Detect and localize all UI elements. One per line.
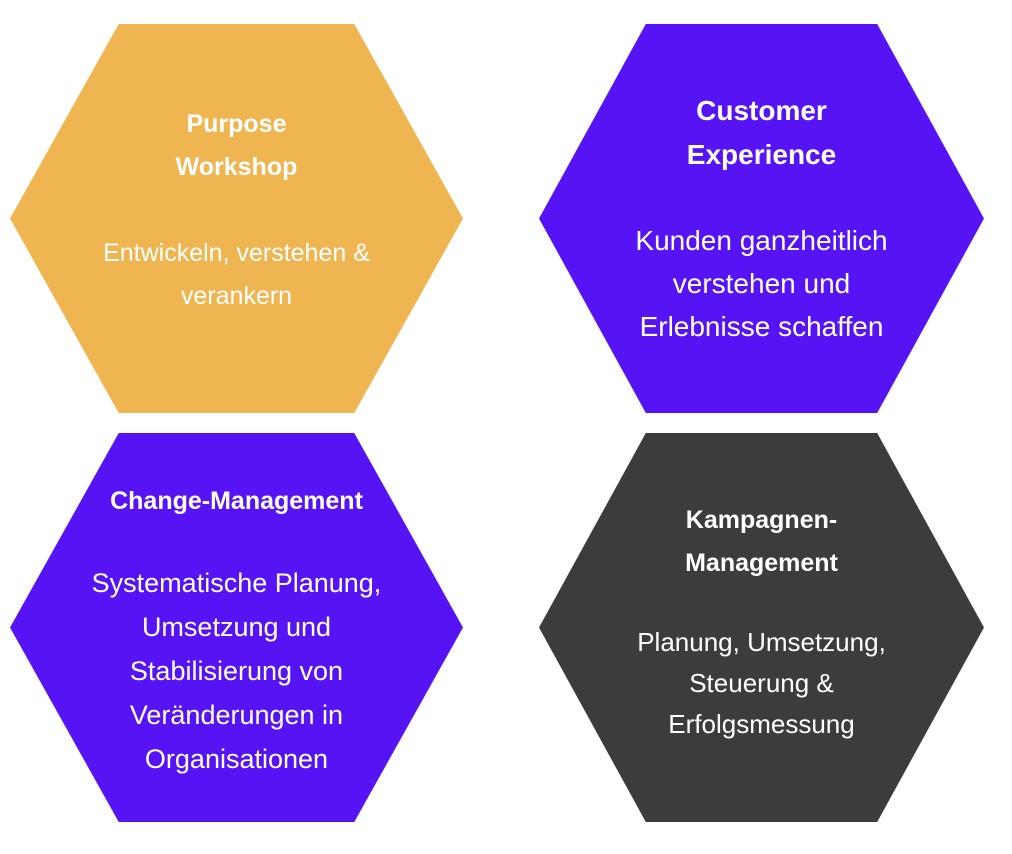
hexagon-title: Purpose Workshop (175, 110, 298, 181)
hexagon-description: Systematische Planung, Umsetzung und Sta… (91, 568, 382, 774)
hexagon-title: Kampagnen- Management (685, 505, 838, 577)
hexagon-purpose-workshop: Purpose Workshop Entwickeln, verstehen &… (10, 24, 463, 413)
hexagon-description: Kunden ganzheitlich verstehen und Erlebn… (635, 225, 888, 342)
hexagon-description: Planung, Umsetzung, Steuerung & Erfolgsm… (637, 626, 886, 739)
hexagon-kampagnen-management: Kampagnen- Management Planung, Umsetzung… (539, 433, 984, 822)
hexagon-change-management: Change-Management Systematische Planung,… (10, 433, 463, 822)
hexagon-customer-experience: Customer Experience Kunden ganzheitlich … (539, 24, 984, 413)
hexagon-description: Entwickeln, verstehen & verankern (103, 239, 370, 310)
hexagon-title: Customer Experience (686, 95, 837, 170)
hexagon-title: Change-Management (110, 487, 363, 515)
